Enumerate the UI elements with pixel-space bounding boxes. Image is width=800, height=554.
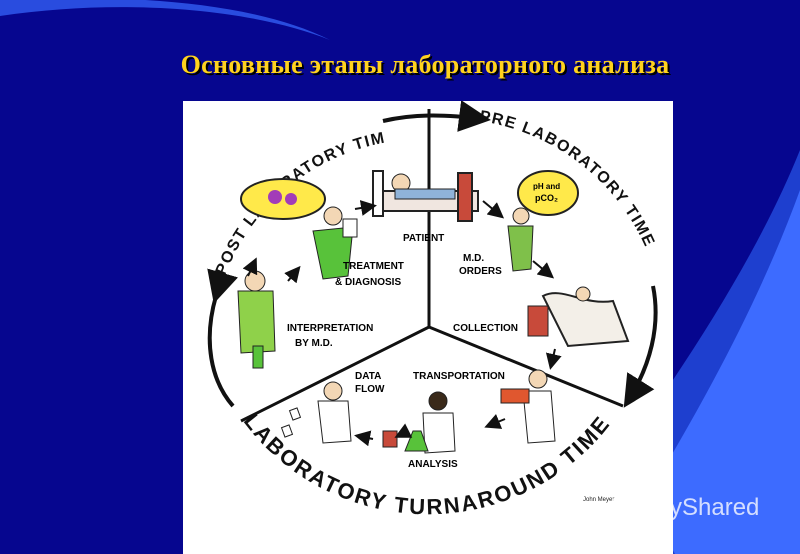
collection-illustration <box>527 286 630 348</box>
outer-ring-left <box>207 268 239 408</box>
step-data-flow-line2: FLOW <box>355 384 385 395</box>
step-patient: PATIENT <box>403 233 444 244</box>
step-md-orders-line2: ORDERS <box>459 266 502 277</box>
analysis-illustration <box>382 391 456 454</box>
bubble-pco2: pCO₂ <box>535 193 558 203</box>
transportation-illustration <box>500 369 556 444</box>
artist-signature: John Meyer <box>583 497 614 503</box>
step-md-orders-line1: M.D. <box>463 253 484 264</box>
patient-illustration <box>372 170 479 222</box>
step-interpretation-line1: INTERPRETATION <box>287 323 373 334</box>
right-swoosh-light <box>645 190 800 554</box>
watermark-text: MyShared <box>650 494 760 521</box>
outer-ring-right <box>623 285 658 408</box>
top-swoosh <box>0 0 330 40</box>
presentation-board-icon <box>611 495 641 525</box>
outer-ring-top <box>382 101 491 132</box>
bubble-ph: pH and <box>533 182 560 191</box>
lab-cycle-diagram: POST LABORATORY TIME PRE LABORATORY TIME… <box>183 101 673 554</box>
step-transportation: TRANSPORTATION <box>413 371 505 382</box>
myshared-watermark: MyShared <box>610 491 790 531</box>
data-flow-illustration <box>280 381 352 444</box>
md-orders-illustration <box>507 170 579 272</box>
slide-title: Основные этапы лабораторного анализа <box>180 50 670 79</box>
step-analysis: ANALYSIS <box>408 459 458 470</box>
step-data-flow-line1: DATA <box>355 371 381 382</box>
interpretation-illustration <box>237 270 276 369</box>
divider-left <box>240 325 430 423</box>
divider-right <box>428 325 624 408</box>
step-collection: COLLECTION <box>453 323 518 334</box>
flow-arrows <box>242 200 562 447</box>
doctor-treatment-illustration <box>240 178 358 280</box>
step-treatment-line1: TREATMENT <box>343 261 404 272</box>
step-interpretation-line2: BY M.D. <box>295 338 333 349</box>
step-treatment-line2: & DIAGNOSIS <box>335 277 401 288</box>
